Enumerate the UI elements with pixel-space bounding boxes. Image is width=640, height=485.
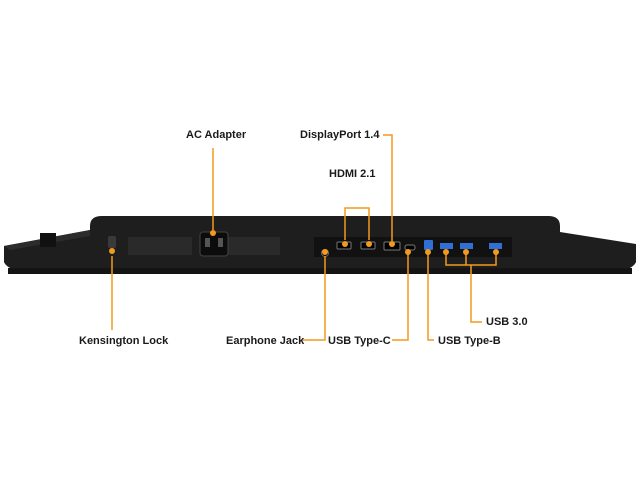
label-hdmi: HDMI 2.1	[329, 168, 376, 180]
label-earphone: Earphone Jack	[226, 335, 305, 347]
dot-usb3-3	[493, 249, 499, 255]
callout-usb-b	[427, 250, 434, 341]
callout-usb3	[470, 265, 482, 323]
dot-usb-c	[405, 249, 411, 255]
label-usb3: USB 3.0	[486, 316, 528, 328]
callout-earphone	[302, 256, 326, 341]
ac-socket	[199, 231, 229, 257]
label-ac-adapter: AC Adapter	[186, 129, 247, 141]
dot-usb-b	[425, 249, 431, 255]
vent-grill-left	[128, 237, 192, 255]
dot-earphone	[322, 249, 328, 255]
usb3-port-2	[460, 243, 473, 249]
label-kensington: Kensington Lock	[79, 335, 169, 347]
label-displayport: DisplayPort 1.4	[300, 129, 380, 141]
dot-hdmi-2	[366, 241, 372, 247]
vent-grill-right	[228, 237, 280, 255]
usb3-port-1	[440, 243, 453, 249]
usb3-port-3	[489, 243, 502, 249]
dot-kensington	[109, 248, 115, 254]
callout-usb-c	[392, 251, 409, 341]
dot-usb3-1	[443, 249, 449, 255]
usb-b-port	[424, 240, 433, 250]
dot-displayport	[389, 241, 395, 247]
callout-dots	[109, 230, 499, 255]
callout-hdmi	[344, 207, 370, 240]
dot-ac	[210, 230, 216, 236]
callout-displayport	[383, 134, 393, 241]
label-usb-b: USB Type-B	[438, 335, 501, 347]
label-usb-c: USB Type-C	[328, 335, 391, 347]
dot-usb3-2	[463, 249, 469, 255]
callout-lines	[111, 134, 497, 341]
kensington-lock-slot	[108, 236, 116, 248]
dot-hdmi-1	[342, 241, 348, 247]
usb-c-port	[404, 244, 416, 251]
